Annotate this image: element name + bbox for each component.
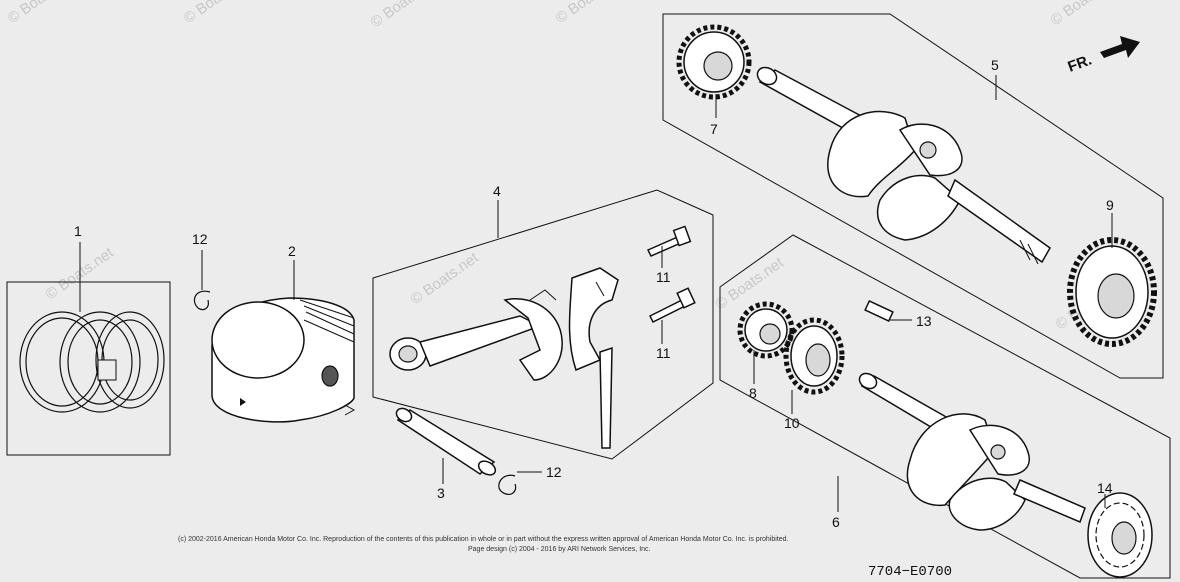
callout-8[interactable]: 8 (749, 385, 757, 401)
piston (211, 297, 356, 423)
watermark-text: © Boats.net (1048, 0, 1123, 29)
timing-gear-7 (676, 24, 752, 100)
watermark-text: © Boats.net (368, 0, 443, 31)
connecting-rod (389, 289, 563, 381)
callout-13[interactable]: 13 (916, 313, 932, 329)
callout-5[interactable]: 5 (991, 57, 999, 73)
callout-12-lower[interactable]: 12 (546, 464, 562, 480)
crankshaft-assembly-5-box (662, 13, 1164, 379)
balancer-gear-9 (1067, 237, 1157, 347)
callout-2[interactable]: 2 (288, 243, 296, 259)
callout-3[interactable]: 3 (437, 485, 445, 501)
piston-ring-box (6, 281, 171, 456)
callout-6[interactable]: 6 (832, 514, 840, 530)
piston-pin (395, 407, 497, 476)
watermark-text: © Boats.net (553, 0, 628, 27)
callout-11-upper[interactable]: 11 (656, 269, 671, 285)
callout-14[interactable]: 14 (1097, 480, 1113, 496)
woodruff-key (864, 299, 894, 323)
piston-pin-clip-lower (498, 474, 517, 496)
diagram-code: 7704−E0700 (868, 564, 952, 580)
watermark-text: © Boats.net (713, 254, 788, 313)
crankshaft-gear-10 (783, 317, 845, 395)
connecting-rod-bolt-upper (646, 225, 692, 257)
callout-9[interactable]: 9 (1106, 197, 1114, 213)
callout-11-lower[interactable]: 11 (656, 345, 671, 361)
piston-pin-clip-upper (193, 290, 211, 311)
callout-4[interactable]: 4 (493, 183, 501, 199)
leader-lines (79, 75, 1113, 512)
connecting-rod-box (372, 189, 714, 460)
copyright-line-2: Page design (c) 2004 - 2016 by ARI Netwo… (468, 546, 651, 553)
connecting-rod-bolt-lower (648, 287, 696, 324)
connecting-rod-cap (568, 267, 619, 449)
crankshaft-6 (858, 372, 1086, 531)
piston-ring-set (19, 311, 165, 413)
callout-1[interactable]: 1 (74, 223, 82, 239)
ball-bearing (1087, 492, 1153, 578)
crankshaft-5 (756, 66, 1051, 265)
direction-label: FR. (1066, 52, 1095, 76)
watermark-text: © Boats.net (5, 0, 80, 27)
watermark-text: © Boats.net (181, 0, 256, 27)
callout-12-upper[interactable]: 12 (192, 231, 208, 247)
copyright-line-1: (c) 2002-2016 American Honda Motor Co. I… (178, 536, 789, 543)
crankshaft-assembly-6-box (719, 234, 1171, 579)
callout-10[interactable]: 10 (784, 415, 800, 431)
front-direction-arrow-icon: FR. (1066, 36, 1140, 76)
watermark-text: © Boats.net (408, 249, 483, 308)
callout-7[interactable]: 7 (710, 121, 718, 137)
